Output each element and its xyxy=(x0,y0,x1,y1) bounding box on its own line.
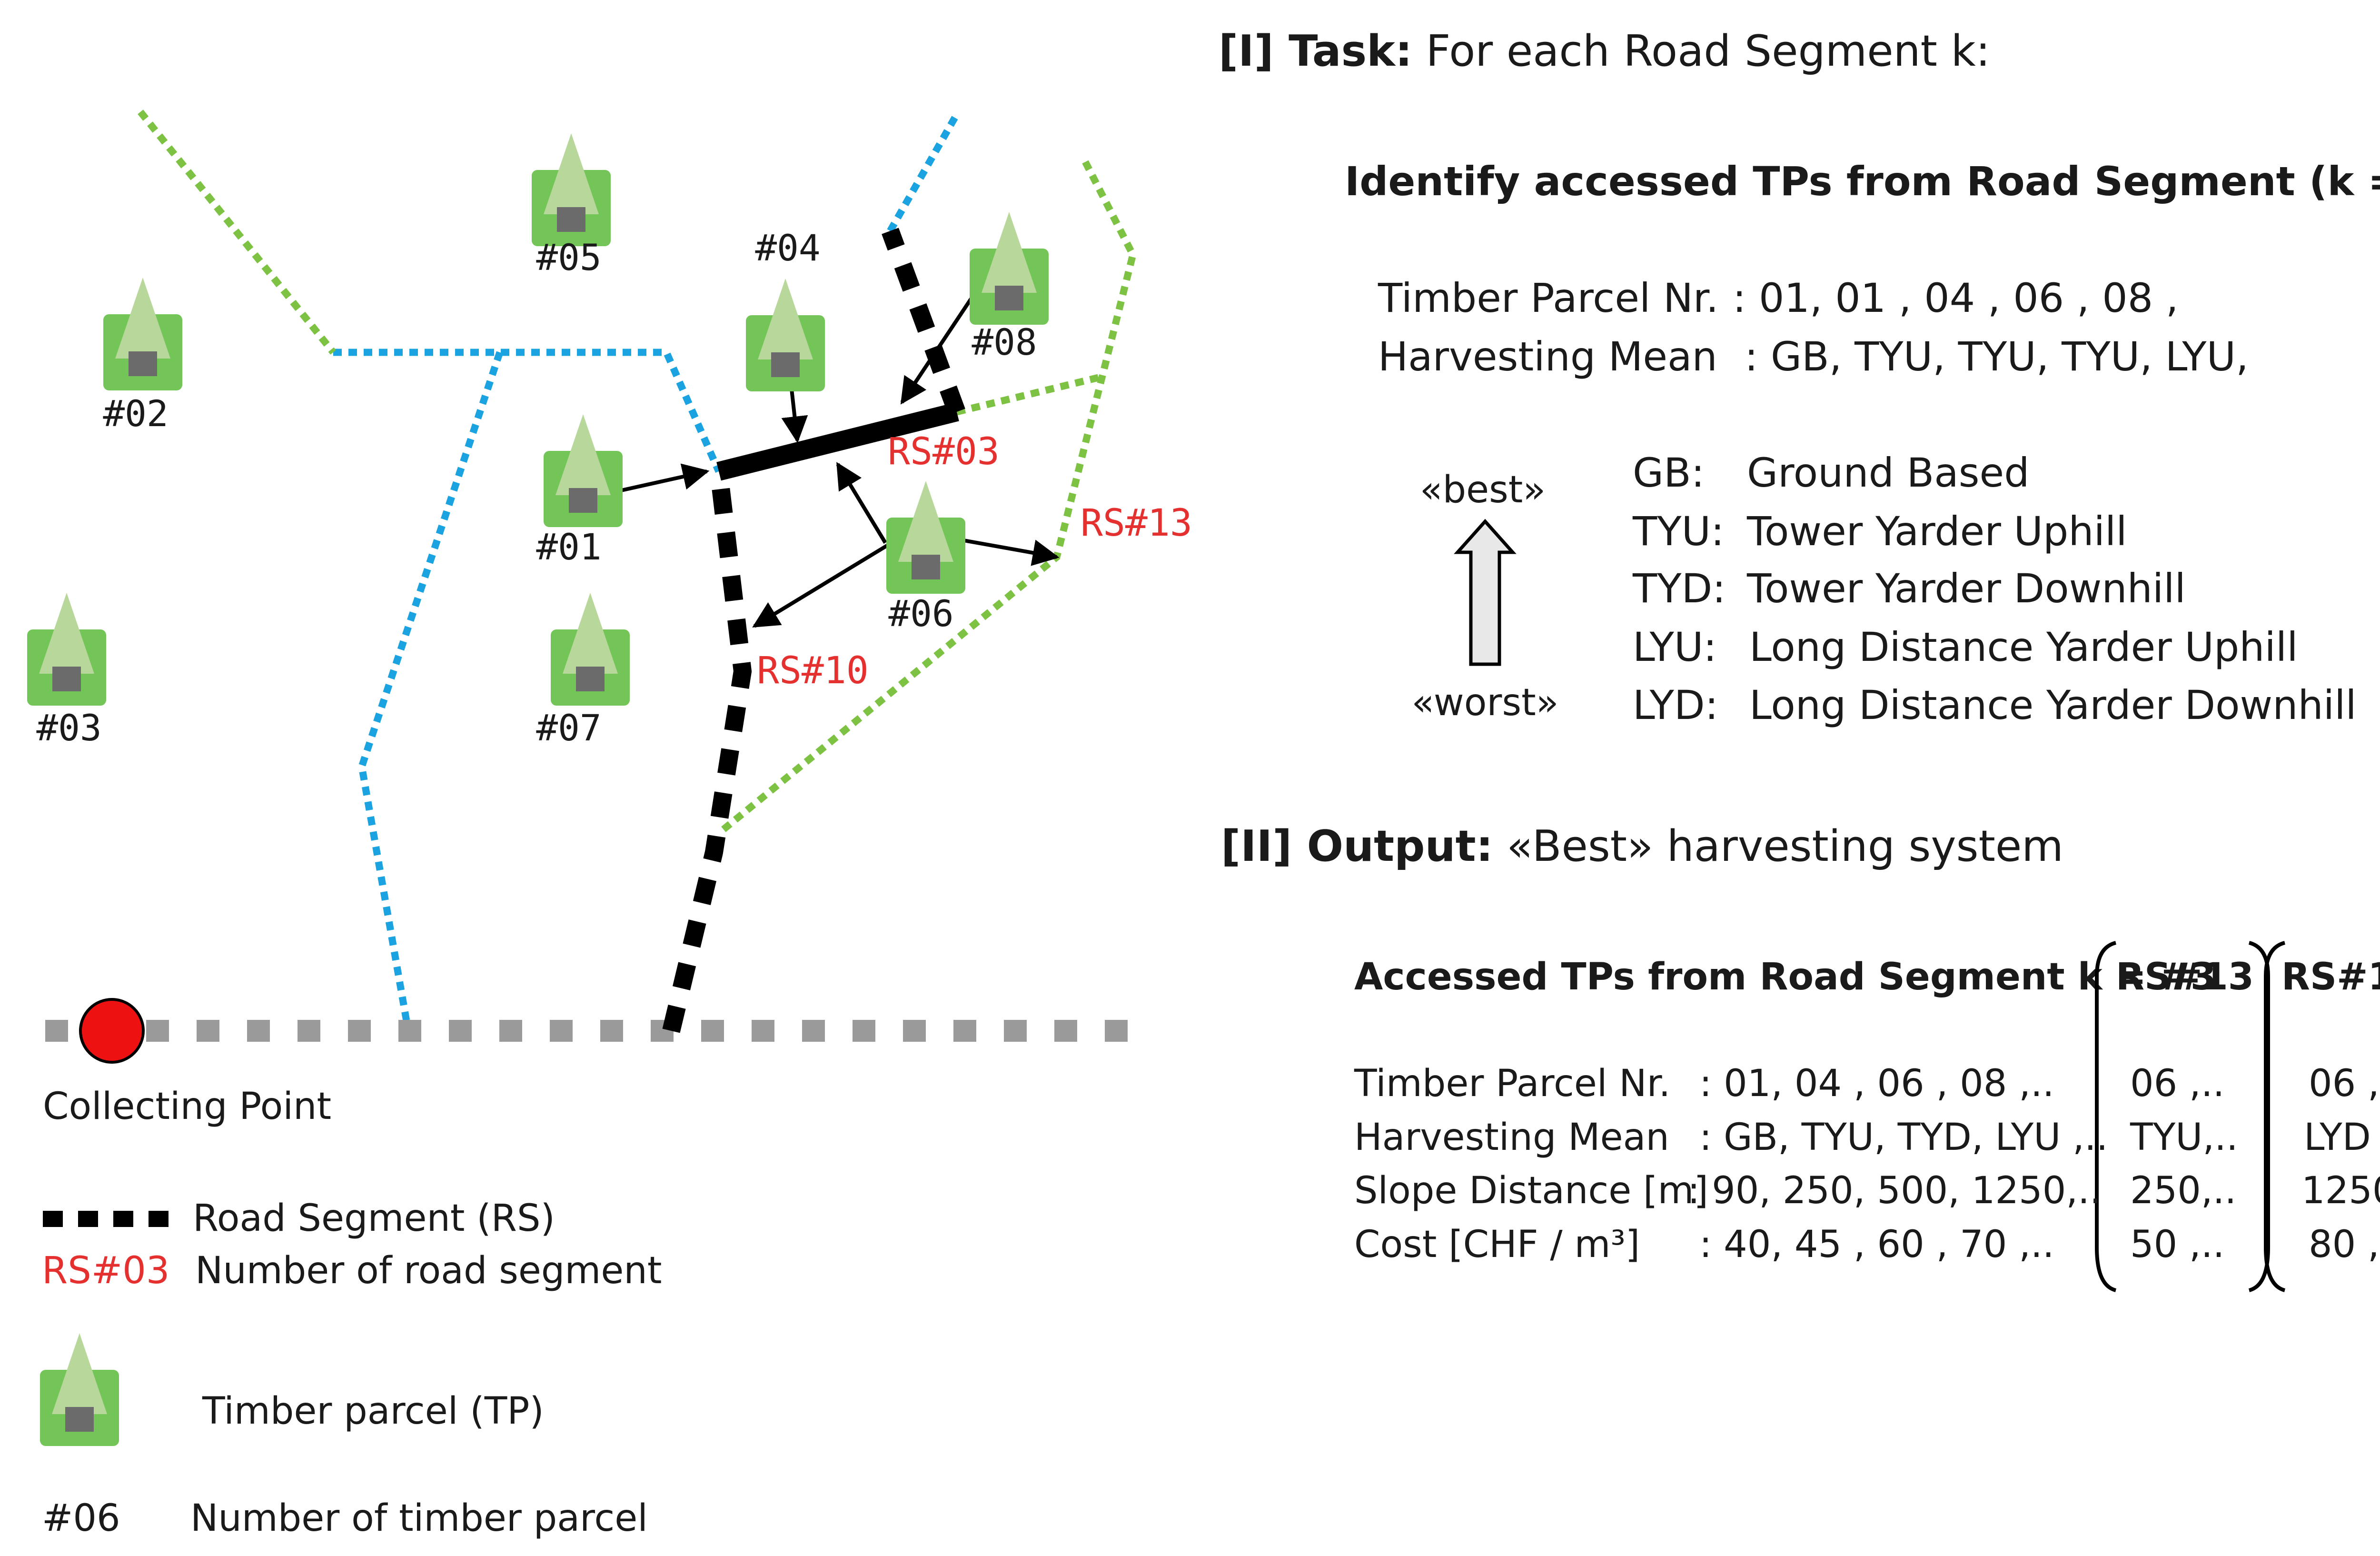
task-subtitle: Identify accessed TPs from Road Segment … xyxy=(1345,158,2380,205)
task-title: [I] Task: For each Road Segment k: xyxy=(1219,26,1990,76)
timber-parcel-07 xyxy=(551,593,630,706)
output-row2-rs10: LYD ,.. xyxy=(2304,1116,2380,1159)
task-row1-label: Timber Parcel Nr. xyxy=(1378,275,1718,321)
mean-name-gb: Ground Based xyxy=(1747,449,2030,496)
output-row1-label: Timber Parcel Nr. xyxy=(1354,1062,1670,1105)
task-row1-value: : 01, 01 , 04 , 06 , 08 , xyxy=(1733,275,2179,321)
mean-name-lyd: Long Distance Yarder Downhill xyxy=(1749,682,2357,728)
road-segment-black xyxy=(662,228,965,1033)
mean-code-lyu: LYU: xyxy=(1633,624,1717,670)
legend-rs-example: RS#03 xyxy=(42,1249,169,1292)
best-worst-arrow xyxy=(1454,519,1517,666)
output-row1-value: : 01, 04 , 06 , 08 ,.. xyxy=(1699,1062,2054,1105)
rs13-label: RS#13 xyxy=(1081,502,1192,545)
timber-parcel-08 xyxy=(970,212,1049,325)
output-row2-rs13: TYU,.. xyxy=(2130,1116,2238,1159)
output-row4-rs13: 50 ,.. xyxy=(2130,1223,2224,1266)
parcel-label-02: #02 xyxy=(103,392,168,435)
legend-rs-label: Number of road segment xyxy=(195,1249,662,1292)
task-row2-value: : GB, TYU, TYU, TYU, LYU, xyxy=(1745,333,2249,380)
parcel-label-07: #07 xyxy=(536,707,601,749)
collecting-point-label: Collecting Point xyxy=(43,1085,331,1128)
mean-code-tyu: TYU: xyxy=(1632,508,1724,555)
parcel-label-05: #05 xyxy=(536,236,601,279)
output-row3-rs13: 250,.. xyxy=(2130,1169,2236,1212)
parcel-label-01: #01 xyxy=(536,526,601,568)
access-arrows xyxy=(621,294,1060,628)
legend-tp-example: #06 xyxy=(42,1497,120,1540)
best-label: «best» xyxy=(1420,469,1546,511)
legend-tp-swatch xyxy=(40,1333,119,1446)
parcel-label-04: #04 xyxy=(755,227,820,269)
output-col-rs13: RS#13 xyxy=(2116,956,2254,998)
output-title: [II] Output: «Best» harvesting system xyxy=(1221,821,2063,871)
blue-boundary xyxy=(333,112,960,1025)
timber-parcel-03 xyxy=(27,593,106,706)
rs10-label: RS#10 xyxy=(757,649,869,692)
mean-code-tyd: TYD: xyxy=(1632,565,1726,612)
mean-name-lyu: Long Distance Yarder Uphill xyxy=(1749,624,2298,670)
timber-parcel-06 xyxy=(886,481,965,594)
rs03-segment xyxy=(716,402,959,481)
timber-parcel-04 xyxy=(746,279,825,391)
green-boundary xyxy=(138,110,1137,836)
rs03-label: RS#03 xyxy=(888,430,1000,473)
task-title-rest: For each Road Segment k: xyxy=(1412,26,1990,76)
legend-road-label: Road Segment (RS) xyxy=(193,1197,555,1240)
output-row2-value: : GB, TYU, TYD, LYU ,.. xyxy=(1699,1116,2108,1159)
timber-parcel-05 xyxy=(532,133,611,246)
output-row3-label: Slope Distance [m] xyxy=(1354,1169,1708,1212)
parcel-label-06: #06 xyxy=(888,592,953,635)
output-row4-value: : 40, 45 , 60 , 70 ,.. xyxy=(1699,1223,2054,1266)
parcel-label-08: #08 xyxy=(972,321,1037,363)
output-row1-rs13: 06 ,.. xyxy=(2130,1062,2224,1105)
worst-label: «worst» xyxy=(1412,681,1559,724)
output-row2-label: Harvesting Mean xyxy=(1354,1116,1669,1159)
output-title-rest: «Best» harvesting system xyxy=(1493,821,2063,871)
legend-tp-label: Timber parcel (TP) xyxy=(202,1390,544,1433)
output-brackets xyxy=(2095,941,2286,1292)
timber-parcel-01 xyxy=(544,414,623,527)
mean-name-tyu: Tower Yarder Uphill xyxy=(1746,508,2127,555)
output-row4-label: Cost [CHF / m³] xyxy=(1354,1223,1640,1266)
task-row2-label: Harvesting Mean xyxy=(1378,333,1717,380)
output-row1-rs10: 06 ,.. xyxy=(2309,1062,2380,1105)
output-title-bold: [II] Output: xyxy=(1221,821,1493,871)
output-row3-rs10: 1250,.. xyxy=(2301,1169,2380,1212)
collecting-point-marker xyxy=(79,998,145,1064)
parcel-label-03: #03 xyxy=(36,707,101,749)
output-col-rs10: RS#10 xyxy=(2281,956,2380,998)
mean-name-tyd: Tower Yarder Downhill xyxy=(1746,565,2186,612)
output-row3-value: : 90, 250, 500, 1250,.. xyxy=(1687,1169,2102,1212)
legend-tp-number-label: Number of timber parcel xyxy=(190,1497,648,1540)
output-header: Accessed TPs from Road Segment k = #3 xyxy=(1354,956,2216,998)
mean-code-gb: GB: xyxy=(1633,449,1705,496)
timber-parcel-02 xyxy=(103,278,182,390)
task-title-bold: [I] Task: xyxy=(1219,26,1412,76)
output-row4-rs10: 80 ,.. xyxy=(2309,1223,2380,1266)
mean-code-lyd: LYD: xyxy=(1633,682,1718,728)
